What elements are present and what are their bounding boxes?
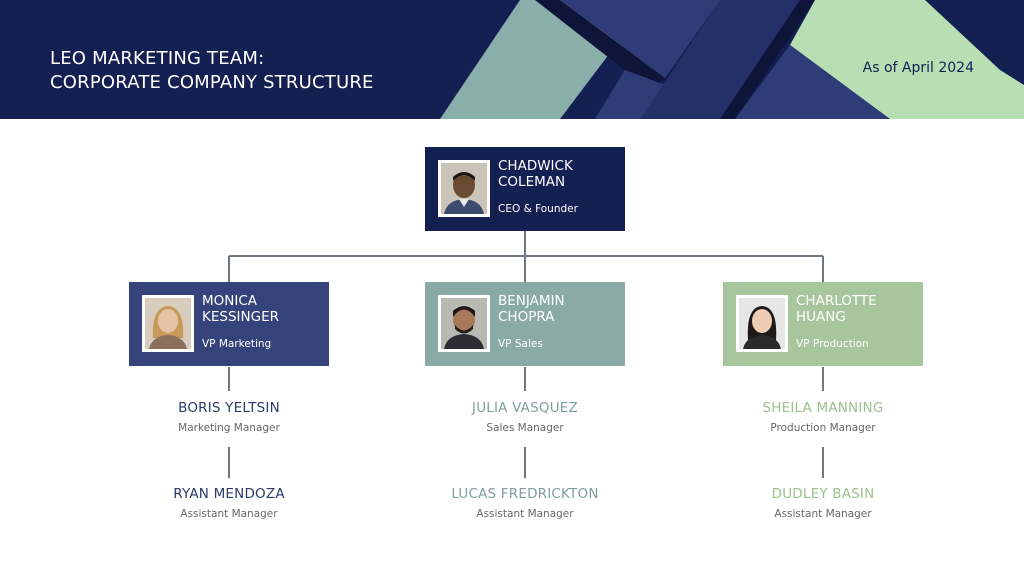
header-shape-blue-top xyxy=(560,0,720,78)
header-shape-navy-corner xyxy=(925,0,1024,75)
avatar xyxy=(142,295,194,352)
vp-card-sales: BENJAMIN CHOPRA VP Sales xyxy=(425,282,625,366)
header-shape-blue-small xyxy=(595,70,665,119)
vp-name: CHARLOTTE HUANG xyxy=(796,293,877,325)
manager-name: BORIS YELTSIN xyxy=(178,400,280,416)
ceo-role: CEO & Founder xyxy=(498,203,578,215)
vp-role: VP Marketing xyxy=(202,338,272,350)
header-shape-navy-mid xyxy=(640,0,800,119)
vp-role: VP Production xyxy=(796,338,869,350)
person-photo-icon xyxy=(739,298,785,349)
header-banner: LEO MARKETING TEAM: CORPORATE COMPANY ST… xyxy=(0,0,1024,119)
assistant-role: Assistant Manager xyxy=(476,508,574,520)
assistant-marketing: RYAN MENDOZA Assistant Manager xyxy=(129,486,329,520)
manager-name: JULIA VASQUEZ xyxy=(472,400,578,416)
ceo-card: CHADWICK COLEMAN CEO & Founder xyxy=(425,147,625,231)
assistant-name: RYAN MENDOZA xyxy=(173,486,285,502)
manager-production: SHEILA MANNING Production Manager xyxy=(723,400,923,434)
manager-role: Sales Manager xyxy=(486,422,564,434)
assistant-sales: LUCAS FREDRICKTON Assistant Manager xyxy=(425,486,625,520)
assistant-name: DUDLEY BASIN xyxy=(771,486,875,502)
header-shape-blue-bottom xyxy=(735,45,890,119)
assistant-name: LUCAS FREDRICKTON xyxy=(451,486,599,502)
title-line-2: CORPORATE COMPANY STRUCTURE xyxy=(50,72,374,93)
header-shape-green xyxy=(790,0,1024,119)
header-shape-dark-stripe xyxy=(535,0,665,90)
title-line-1: LEO MARKETING TEAM: xyxy=(50,48,265,69)
assistant-production: DUDLEY BASIN Assistant Manager xyxy=(723,486,923,520)
vp-card-marketing: MONICA KESSINGER VP Marketing xyxy=(129,282,329,366)
assistant-role: Assistant Manager xyxy=(180,508,278,520)
manager-marketing: BORIS YELTSIN Marketing Manager xyxy=(129,400,329,434)
person-photo-icon xyxy=(145,298,191,349)
manager-sales: JULIA VASQUEZ Sales Manager xyxy=(425,400,625,434)
vp-role: VP Sales xyxy=(498,338,543,350)
person-photo-icon xyxy=(441,163,487,214)
manager-role: Marketing Manager xyxy=(178,422,280,434)
avatar xyxy=(438,160,490,217)
ceo-name: CHADWICK COLEMAN xyxy=(498,158,573,190)
header-shape-dark-stripe-2 xyxy=(720,0,815,119)
vp-name: MONICA KESSINGER xyxy=(202,293,279,325)
date-label: As of April 2024 xyxy=(862,60,974,76)
vp-card-production: CHARLOTTE HUANG VP Production xyxy=(723,282,923,366)
page-title: LEO MARKETING TEAM: CORPORATE COMPANY ST… xyxy=(50,47,374,95)
header-decoration xyxy=(440,0,1024,119)
avatar xyxy=(736,295,788,352)
avatar xyxy=(438,295,490,352)
manager-name: SHEILA MANNING xyxy=(762,400,884,416)
person-photo-icon xyxy=(441,298,487,349)
vp-name: BENJAMIN CHOPRA xyxy=(498,293,565,325)
manager-role: Production Manager xyxy=(770,422,876,434)
assistant-role: Assistant Manager xyxy=(774,508,872,520)
